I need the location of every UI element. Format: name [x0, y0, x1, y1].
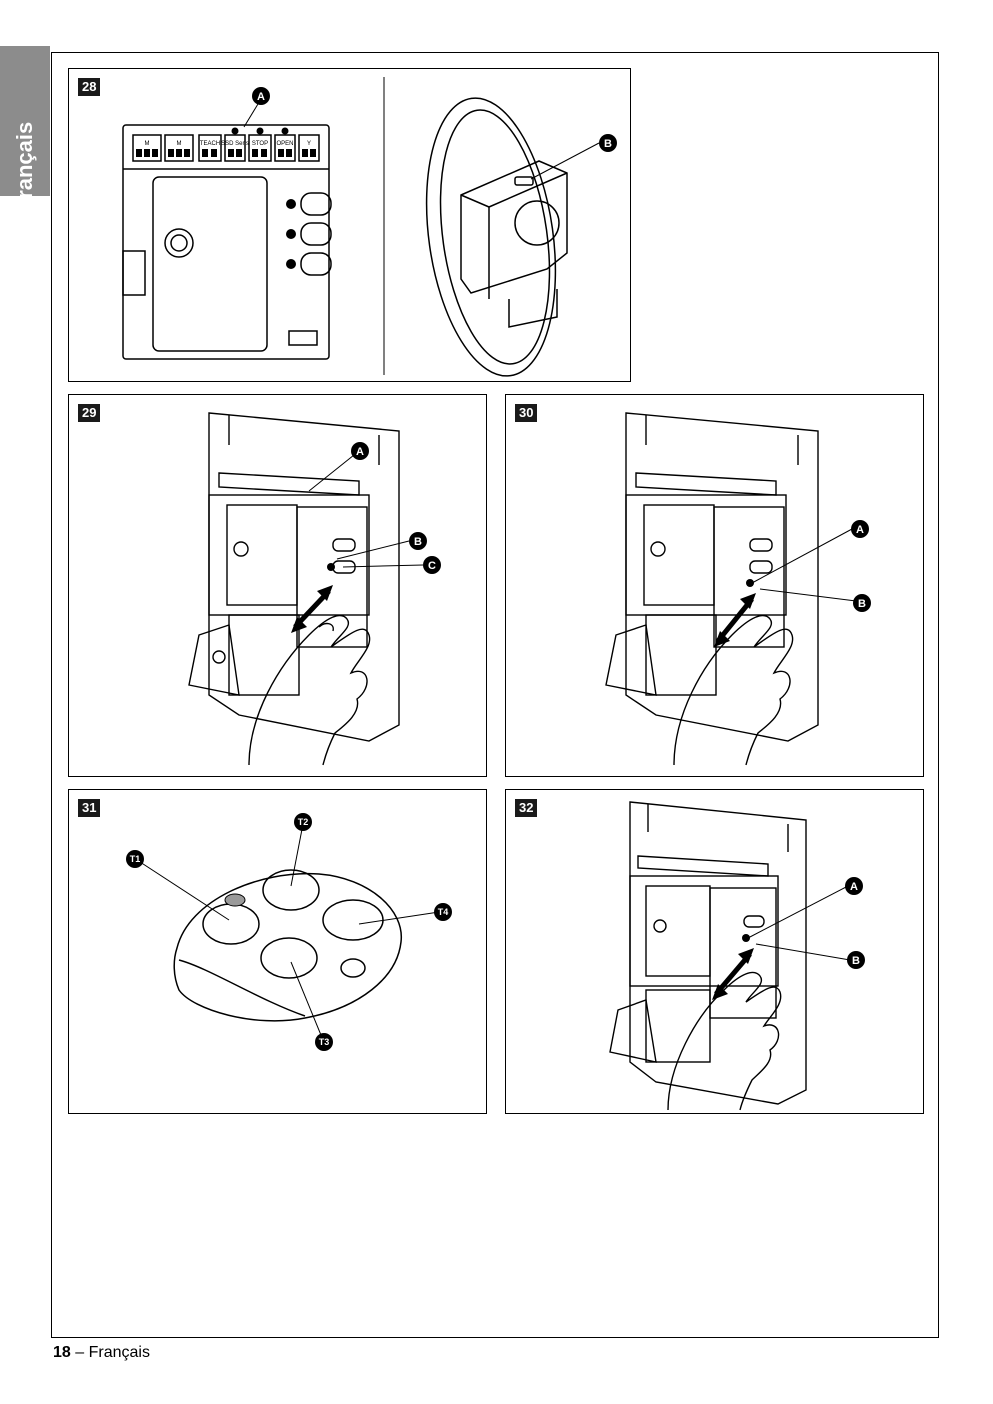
- callout-a-label: A: [257, 91, 265, 103]
- terminal-label-teach: TEACH: [200, 141, 220, 147]
- figure-32-drawing: A B: [609, 801, 865, 1111]
- callout-a-marker: [252, 87, 270, 105]
- control-unit-open: [188, 412, 400, 742]
- remote-control: [173, 869, 402, 1022]
- callout-b-marker: [599, 134, 617, 152]
- figure-29-panel: 29 A B C: [68, 394, 487, 777]
- figure-28-panel: 28: [68, 68, 631, 382]
- figure-30-number: 30: [515, 404, 538, 422]
- figure-31-drawing: T1 T2 T4 T3: [126, 813, 452, 1051]
- terminal-label-ssd: SSD Sens: [221, 141, 249, 147]
- hand-drawing: [248, 614, 371, 766]
- callout-t4-label: T4: [438, 907, 449, 917]
- terminal-label-open: OPEN: [276, 141, 293, 147]
- page-footer: 18 – Français: [53, 1344, 150, 1362]
- figure-28-drawing: M M TEACH SSD Sens STOP OPEN Y A: [122, 77, 617, 377]
- footer-separator: –: [70, 1344, 89, 1361]
- callout-b-label: B: [858, 598, 866, 610]
- control-unit-front: [122, 124, 332, 360]
- callout-a-label: A: [356, 446, 364, 458]
- callout-t1-label: T1: [130, 854, 141, 864]
- figure-31-number: 31: [78, 799, 101, 817]
- light-housing: [425, 97, 568, 377]
- terminal-pins: [136, 149, 316, 157]
- figure-29-number: 29: [78, 404, 101, 422]
- language-tab-label: Français: [12, 121, 37, 213]
- footer-language: Français: [88, 1344, 150, 1361]
- terminal-label-motor-1: M: [145, 141, 150, 147]
- callout-b-label: B: [604, 138, 612, 150]
- callout-a-label: A: [856, 524, 864, 536]
- callout-b-label: B: [414, 536, 422, 548]
- callout-b-label: B: [852, 955, 860, 967]
- figure-32-panel: 32 A B: [505, 789, 924, 1114]
- terminal-label-stop: STOP: [252, 141, 268, 147]
- language-tab: Français: [0, 46, 50, 212]
- figure-29-drawing: A B C: [188, 412, 441, 766]
- control-unit-open: [605, 412, 819, 742]
- callout-c-label: C: [428, 560, 436, 572]
- control-unit-open: [609, 801, 807, 1105]
- figure-31-panel: 31 T1 T2 T4 T3: [68, 789, 487, 1114]
- figure-32-number: 32: [515, 799, 538, 817]
- figure-30-drawing: A B: [605, 412, 871, 766]
- terminal-label-antenna: Y: [307, 141, 311, 147]
- callout-a-label: A: [850, 881, 858, 893]
- callout-t2-label: T2: [298, 817, 309, 827]
- page-number: 18: [53, 1344, 71, 1361]
- remote-led: [224, 893, 246, 907]
- hand-drawing: [673, 614, 794, 766]
- callout-t3-label: T3: [319, 1037, 330, 1047]
- figure-30-panel: 30 A B: [505, 394, 924, 777]
- page-frame: [51, 52, 939, 1338]
- terminal-label-motor-2: M: [177, 141, 182, 147]
- status-leds: [231, 127, 296, 269]
- figure-28-number: 28: [78, 78, 101, 96]
